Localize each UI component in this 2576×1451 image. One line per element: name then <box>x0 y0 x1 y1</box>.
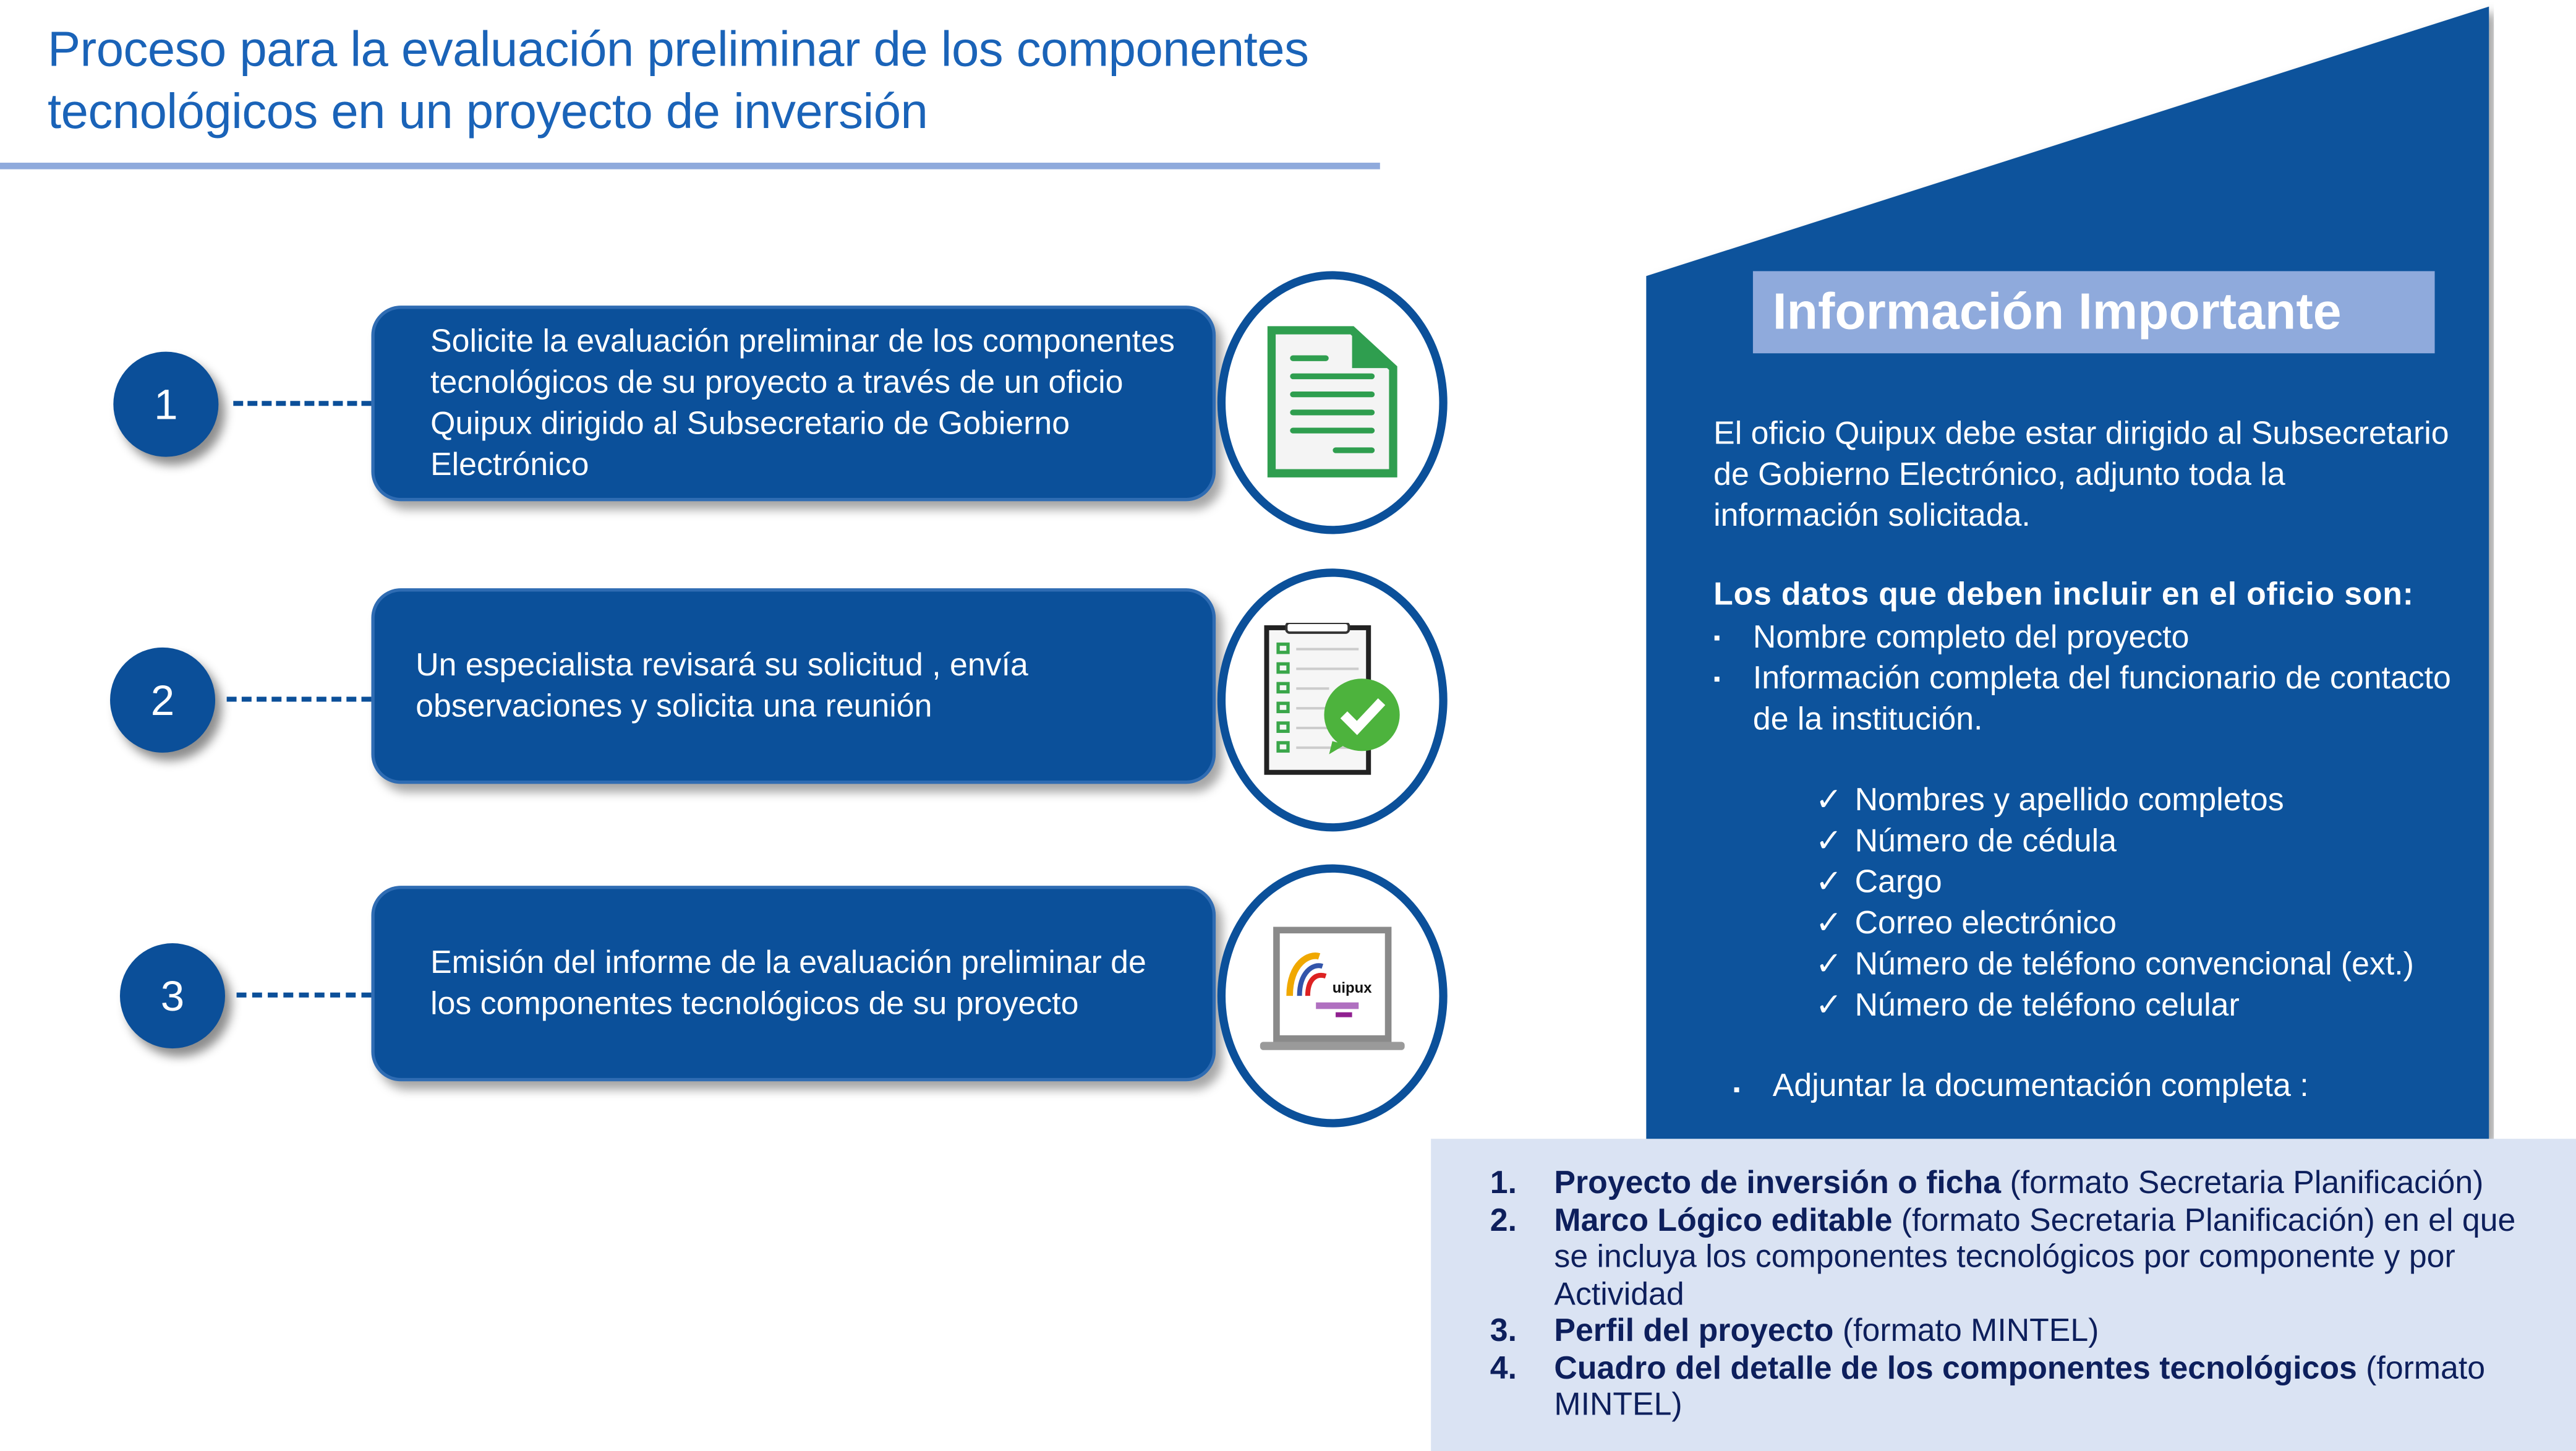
check-text: Correo electrónico <box>1854 905 2117 942</box>
check-icon: ✓ <box>1815 823 1843 860</box>
info-panel-heading: Información Importante <box>1752 271 2435 354</box>
documents-list: 1. Proyecto de inversión o ficha (formato… <box>1490 1165 2558 1424</box>
step-2-number: 2 <box>110 647 216 753</box>
document-item: 4. Cuadro del detalle de los componentes … <box>1490 1350 2558 1424</box>
check-icon: ✓ <box>1815 987 1843 1024</box>
document-title: Proyecto de inversión o ficha <box>1554 1165 2002 1202</box>
check-item: ✓ Cargo <box>1815 863 2473 904</box>
document-title: Marco Lógico editable <box>1554 1202 1893 1238</box>
quipux-logo-text: uipux <box>1332 979 1372 996</box>
bullet-item: ▪ Información completa del funcionario de… <box>1713 659 2453 741</box>
document-item: 2. Marco Lógico editable (formato Secreta… <box>1490 1202 2558 1313</box>
step-3-number: 3 <box>119 943 225 1049</box>
document-detail: (formato MINTEL) <box>1833 1312 2099 1350</box>
step-1-text: Solicite la evaluación preliminar de los… <box>430 323 1175 482</box>
document-number: 3. <box>1490 1312 1517 1350</box>
document-number: 4. <box>1490 1350 1517 1387</box>
title-underline <box>0 163 1380 169</box>
step-1-connector <box>233 401 372 406</box>
step-3-text: Emisión del informe de la evaluación pre… <box>430 944 1146 1022</box>
title-line-1: Proceso para la evaluación preliminar de… <box>48 23 1309 77</box>
step-2-box: Un especialista revisará su solicitud , … <box>371 588 1216 784</box>
document-item: 1. Proyecto de inversión o ficha (formato… <box>1490 1165 2558 1202</box>
step-2-text: Un especialista revisará su solicitud , … <box>416 646 1028 724</box>
bullet-icon: ▪ <box>1713 626 1721 649</box>
info-check-list: ✓ Nombres y apellido completos ✓ Número de… <box>1815 781 2473 1027</box>
step-1-number: 1 <box>113 351 219 457</box>
document-title: Cuadro del detalle de los componentes te… <box>1554 1350 2357 1387</box>
bullet-text: Información completa del funcionario de … <box>1752 661 2451 738</box>
info-bullet-list: ▪ Nombre completo del proyecto ▪ Informaci… <box>1713 618 2453 741</box>
step-2-icon-circle <box>1217 568 1448 832</box>
check-icon: ✓ <box>1815 864 1843 901</box>
info-intro: El oficio Quipux debe estar dirigido al … <box>1713 416 2449 534</box>
attach-text: Adjuntar la documentación completa : <box>1772 1068 2309 1105</box>
check-item: ✓ Número de teléfono celular <box>1815 986 2473 1027</box>
check-item: ✓ Número de teléfono convencional (ext.) <box>1815 945 2473 986</box>
bullet-icon: ▪ <box>1713 667 1721 690</box>
info-data-heading: Los datos que deben incluir en el oficio… <box>1713 576 2414 614</box>
bullet-icon: ▪ <box>1733 1077 1741 1102</box>
bullet-item: ▪ Nombre completo del proyecto <box>1713 618 2453 659</box>
step-1-icon-circle <box>1217 271 1448 534</box>
page-title: Proceso para la evaluación preliminar de… <box>48 20 1309 145</box>
check-item: ✓ Nombres y apellido completos <box>1815 781 2473 821</box>
check-text: Número de teléfono convencional (ext.) <box>1854 946 2414 983</box>
check-text: Número de teléfono celular <box>1854 987 2240 1024</box>
attach-item: ▪ Adjuntar la documentación completa : <box>1733 1066 2309 1111</box>
step-1-box: Solicite la evaluación preliminar de los… <box>371 306 1216 502</box>
step-3-icon-circle: uipux <box>1217 864 1448 1128</box>
title-line-2: tecnológicos en un proyecto de inversión <box>48 85 928 140</box>
step-3-connector <box>236 992 372 998</box>
check-text: Cargo <box>1854 864 1942 901</box>
check-item: ✓ Número de cédula <box>1815 821 2473 862</box>
step-2-connector <box>226 696 372 702</box>
document-icon <box>1267 326 1397 477</box>
document-detail: (formato Secretaria Planificación) en el… <box>1554 1202 2516 1312</box>
check-icon: ✓ <box>1815 946 1843 983</box>
document-number: 2. <box>1490 1202 1517 1238</box>
bullet-text: Nombre completo del proyecto <box>1752 619 2190 656</box>
document-detail: (formato MINTEL) <box>1554 1350 2486 1423</box>
document-number: 1. <box>1490 1165 1517 1202</box>
document-title: Perfil del proyecto <box>1554 1312 1834 1350</box>
check-icon: ✓ <box>1815 905 1843 942</box>
check-text: Número de cédula <box>1854 823 2117 860</box>
documents-box: 1. Proyecto de inversión o ficha (formato… <box>1431 1139 2576 1451</box>
check-text: Nombres y apellido completos <box>1854 782 2284 819</box>
check-icon: ✓ <box>1815 782 1843 819</box>
step-3-box: Emisión del informe de la evaluación pre… <box>371 886 1216 1082</box>
quipux-laptop-icon: uipux <box>1257 923 1408 1068</box>
check-item: ✓ Correo electrónico <box>1815 904 2473 944</box>
document-item: 3. Perfil del proyecto (formato MINTEL) <box>1490 1313 2558 1350</box>
clipboard-check-icon <box>1264 622 1400 775</box>
document-detail: (formato Secretaria Planificación) <box>2001 1165 2484 1202</box>
